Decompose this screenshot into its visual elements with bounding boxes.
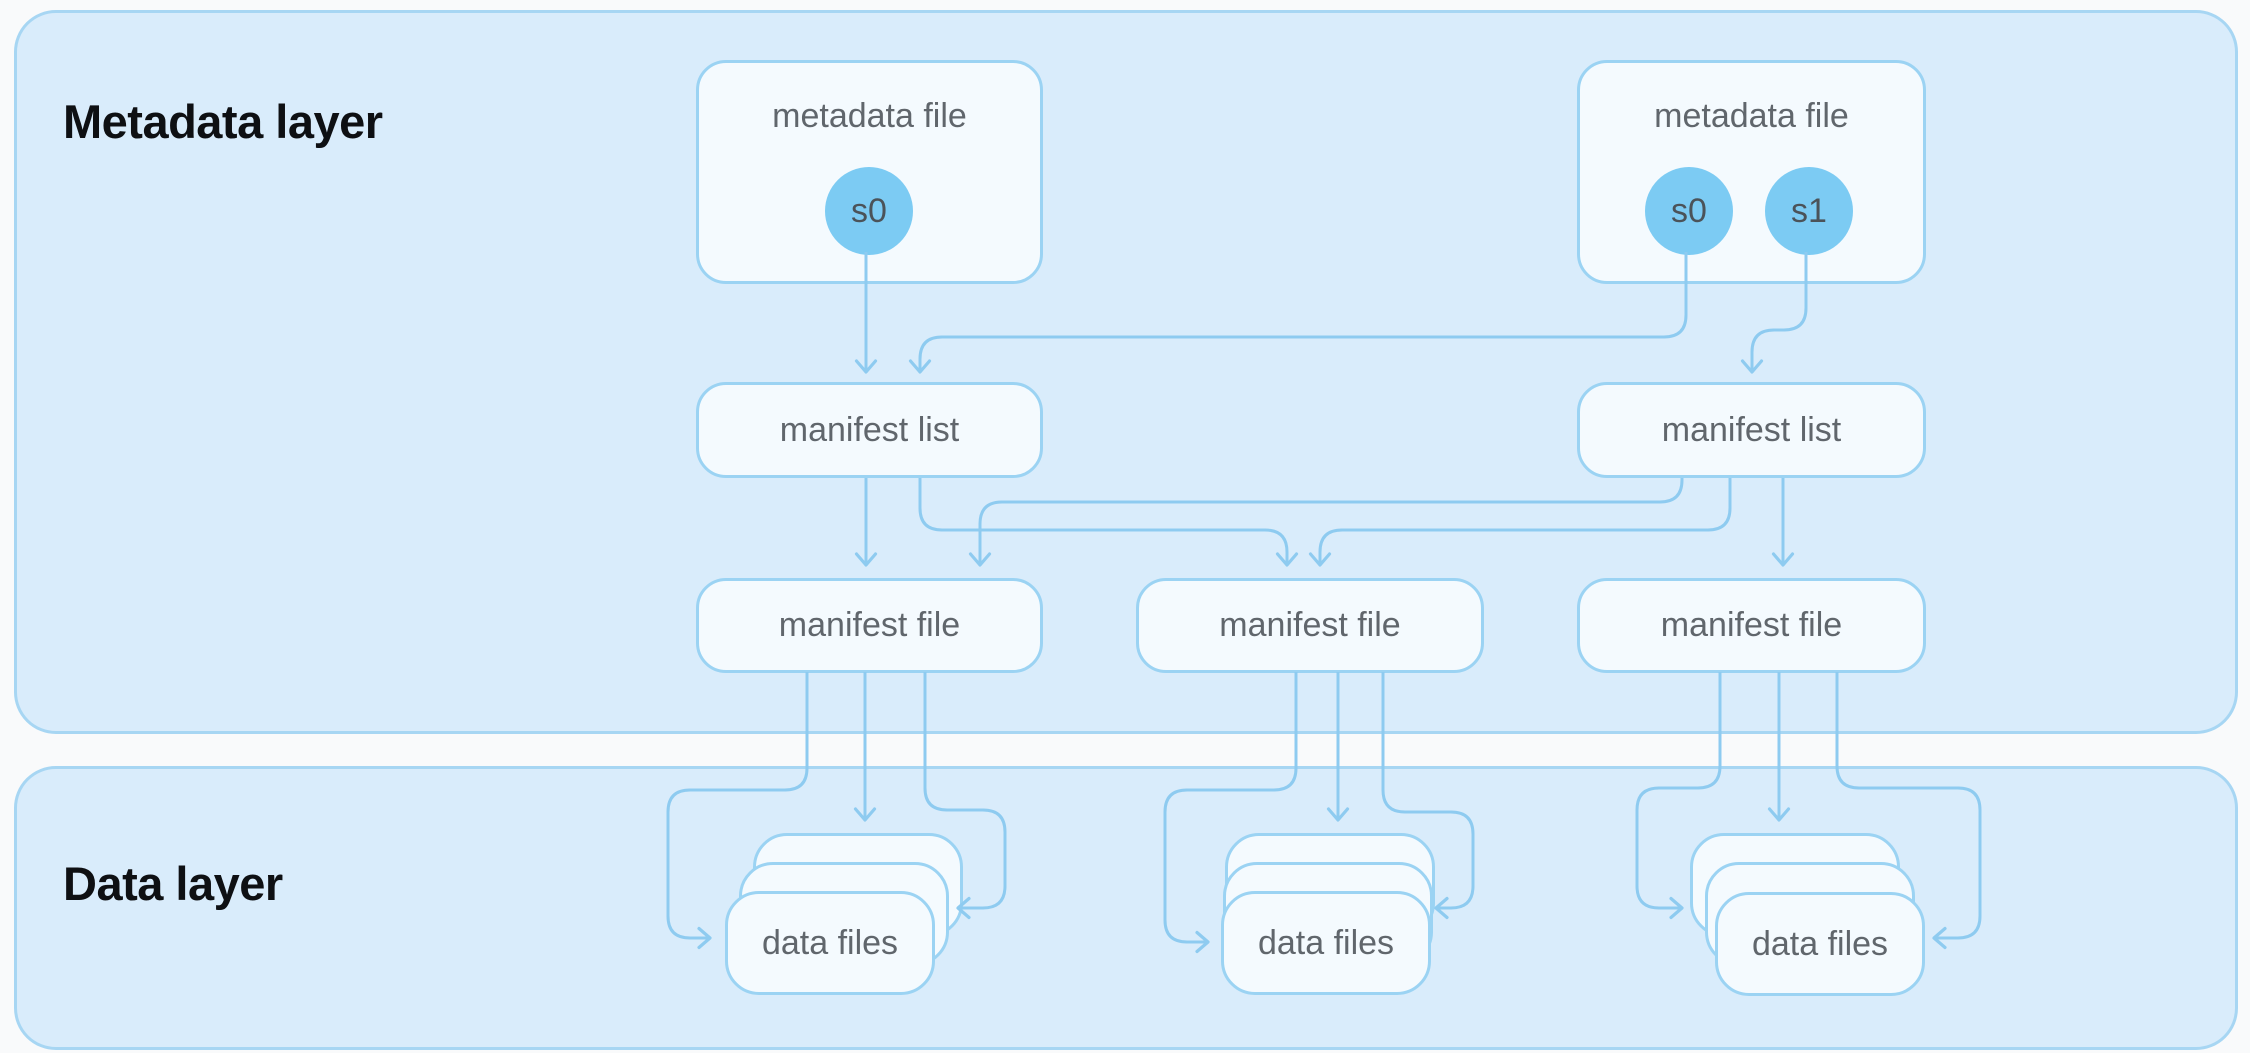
snapshot-s0-badge: s0 bbox=[1645, 167, 1733, 255]
manifest-file-label: manifest file bbox=[778, 606, 961, 644]
manifest-file-label: manifest file bbox=[1660, 606, 1843, 644]
data-file-card-front: data files bbox=[1221, 891, 1431, 995]
manifest-file-node-center: manifest file bbox=[1136, 578, 1484, 673]
metadata-layer-container: Metadata layer metadata file s0 metadata… bbox=[14, 10, 2238, 734]
manifest-list-label: manifest list bbox=[779, 410, 960, 449]
manifest-list-node-right: manifest list bbox=[1577, 382, 1926, 478]
metadata-file-label: metadata file bbox=[772, 97, 967, 135]
data-layer-title: Data layer bbox=[63, 857, 283, 911]
metadata-file-node-right: metadata file s0 s1 bbox=[1577, 60, 1926, 284]
manifest-file-node-right: manifest file bbox=[1577, 578, 1926, 673]
data-files-label: data files bbox=[761, 923, 899, 962]
snapshot-s1-badge: s1 bbox=[1765, 167, 1853, 255]
snapshot-s0-badge: s0 bbox=[825, 167, 913, 255]
metadata-file-label: metadata file bbox=[1654, 97, 1849, 135]
data-layer-container: Data layer data files data files data fi… bbox=[14, 766, 2238, 1050]
manifest-list-label: manifest list bbox=[1661, 410, 1842, 449]
data-file-card-front: data files bbox=[1715, 892, 1925, 996]
data-files-label: data files bbox=[1751, 924, 1889, 963]
manifest-file-label: manifest file bbox=[1219, 606, 1401, 644]
manifest-list-node-left: manifest list bbox=[696, 382, 1043, 478]
metadata-layer-title: Metadata layer bbox=[63, 95, 383, 149]
metadata-file-node-left: metadata file s0 bbox=[696, 60, 1043, 284]
data-file-card-front: data files bbox=[725, 891, 935, 995]
manifest-file-node-left: manifest file bbox=[696, 578, 1043, 673]
data-files-label: data files bbox=[1257, 923, 1395, 962]
